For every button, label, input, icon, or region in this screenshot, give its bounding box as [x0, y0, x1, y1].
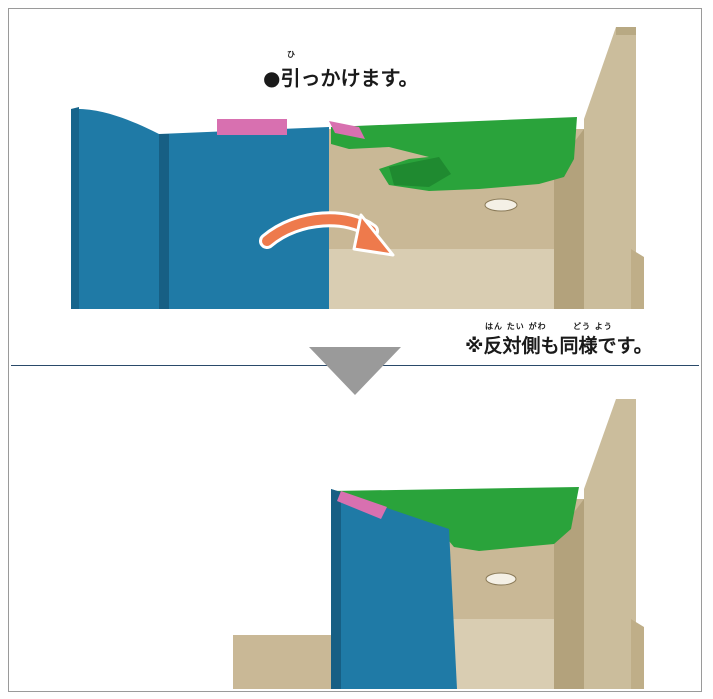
- gray-down-triangle-icon: [309, 347, 401, 395]
- blue-flap: [71, 108, 329, 309]
- box-hole-2: [485, 572, 517, 586]
- ruby-hi: ひ: [287, 50, 295, 59]
- note-caption: ※反対側も同様です。: [465, 335, 653, 357]
- ruby-hantaigawa: はん たい がわ: [485, 322, 547, 331]
- step-caption: ●引っかけます。: [263, 66, 419, 90]
- step-bottom-illustration: [233, 399, 644, 689]
- box-right-wall-2: [584, 399, 636, 689]
- box-floor: [329, 249, 554, 309]
- blue-flap-folded: [331, 489, 457, 689]
- pink-tab-top: [217, 119, 287, 135]
- green-panel-2: [331, 487, 579, 551]
- illustration-frame: ひ ●引っかけます。 はん たい がわ どう よう ※反対側も同様です。: [8, 8, 702, 692]
- step-bottom-panel: [9, 389, 701, 689]
- orange-curved-arrow-icon: [259, 211, 395, 257]
- pink-tab-2: [337, 491, 387, 519]
- box-right-wall: [584, 27, 636, 309]
- step-top-illustration: [71, 27, 644, 309]
- step-top-panel: [9, 9, 701, 329]
- cardboard-flap-left: [233, 635, 339, 689]
- pink-tab-corner: [329, 121, 365, 139]
- ruby-douyou: どう よう: [573, 322, 613, 331]
- box-hole: [484, 198, 518, 212]
